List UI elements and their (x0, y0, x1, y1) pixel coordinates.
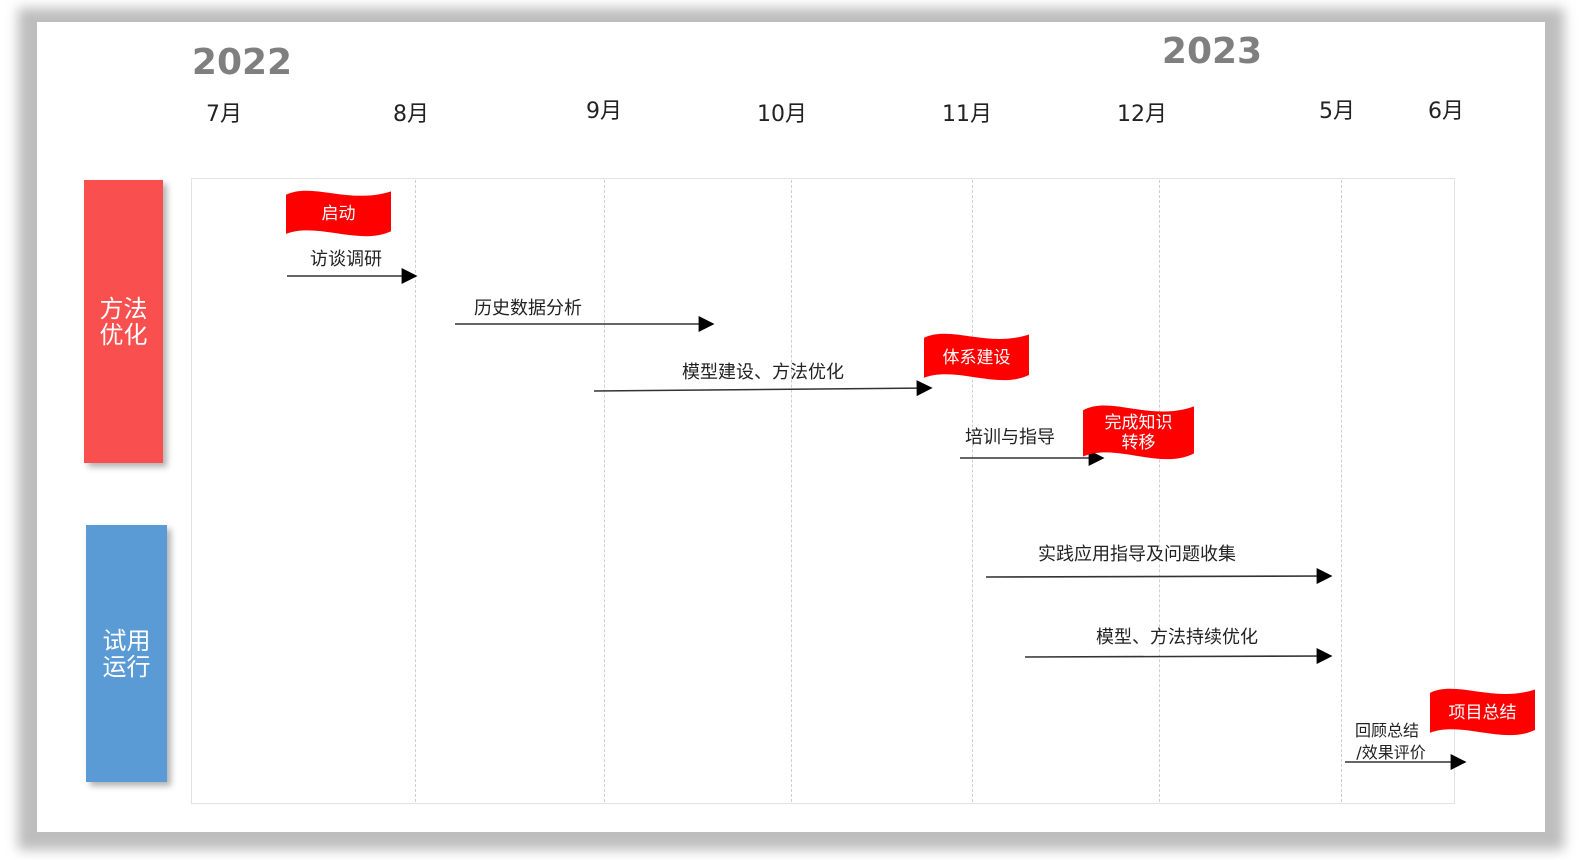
year-2023: 2023 (1161, 31, 1263, 72)
task-label: 实践应用指导及问题收集 (1038, 544, 1236, 565)
task-label: 模型、方法持续优化 (1096, 627, 1258, 648)
month-divider (972, 180, 973, 802)
month-label: 11月 (942, 102, 992, 127)
task-label: 培训与指导 (965, 427, 1055, 448)
month-label: 12月 (1117, 102, 1167, 127)
year-2022: 2022 (191, 42, 293, 83)
phase-label: 方法优化 (99, 294, 148, 349)
month-divider (415, 180, 416, 802)
milestone-label: 完成知识转移 (1104, 413, 1173, 453)
phase-label: 试用运行 (102, 626, 151, 681)
task-label: 回顾总结 (1354, 721, 1420, 740)
month-label: 10月 (757, 102, 807, 127)
milestone-flag: 项目总结 (1430, 684, 1535, 741)
task-label: 访谈调研 (310, 249, 382, 270)
flag-shape (1083, 405, 1194, 460)
task-label: /效果评价 (1356, 743, 1426, 762)
flag-shape (924, 333, 1029, 381)
task-label: 历史数据分析 (474, 298, 582, 319)
milestone-label: 体系建设 (942, 347, 1011, 368)
month-divider (1159, 180, 1160, 802)
task-arrow (593, 380, 933, 397)
month-label: 7月 (206, 102, 242, 127)
month-divider (791, 180, 792, 802)
month-divider (1341, 180, 1342, 802)
task-label: 模型建设、方法优化 (682, 362, 844, 383)
timeline-grid (191, 178, 1455, 804)
task-arrow (985, 568, 1333, 585)
task-arrow (1024, 648, 1333, 665)
phase-method-optimization: 方法优化 (84, 180, 163, 463)
milestone-flag: 体系建设 (924, 329, 1029, 386)
month-label: 9月 (586, 99, 622, 124)
month-label: 6月 (1428, 99, 1464, 124)
flag-shape (286, 190, 391, 237)
milestone-flag: 启动 (286, 186, 391, 242)
month-label: 8月 (393, 102, 429, 127)
flag-shape (1430, 688, 1535, 736)
milestone-label: 启动 (321, 204, 356, 224)
milestone-label: 项目总结 (1448, 702, 1517, 723)
month-label: 5月 (1319, 99, 1355, 124)
month-divider (604, 180, 605, 802)
milestone-flag: 完成知识转移 (1083, 400, 1194, 466)
phase-trial-run: 试用运行 (86, 525, 167, 782)
